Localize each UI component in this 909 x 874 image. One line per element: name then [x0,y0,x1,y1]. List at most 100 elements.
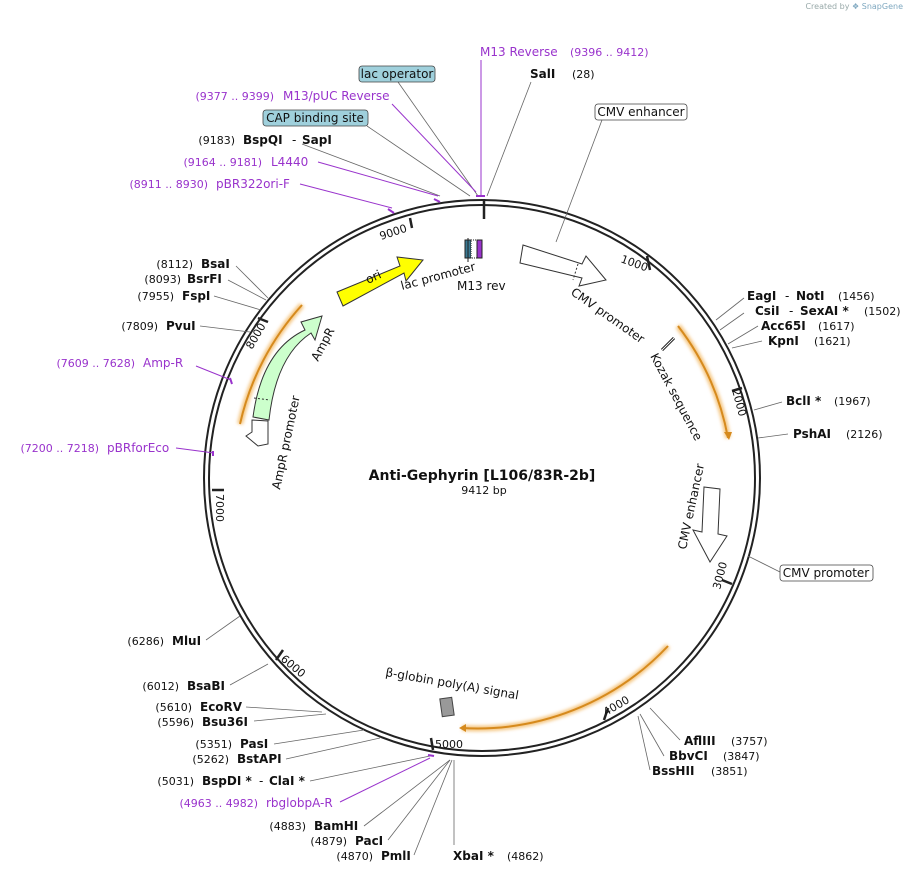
feature-cmv-promoter[interactable] [519,244,607,287]
site-bsabi-pos: (6012) [142,680,179,693]
site-fspi-name[interactable]: FspI [182,289,210,303]
position-ticks [212,199,743,751]
lac-operator-label: lac operator [361,67,434,81]
primer-m13-puc-reverse-range: (9377 .. 9399) [195,90,274,103]
site-sexai-name[interactable]: SexAI * [800,304,849,318]
site-xbai-pos: (4862) [507,850,544,863]
site-kpni-name[interactable]: KpnI [768,334,799,348]
site-bamhi-pos: (4883) [269,820,306,833]
site-csii-name[interactable]: CsiI [755,304,780,318]
site-noti-pos: (1456) [838,290,875,303]
primer-rbglobpa-r-range: (4963 .. 4982) [179,797,258,810]
site-noti-name[interactable]: NotI [796,289,825,303]
primer-m13-reverse-name: M13 Reverse [480,45,558,59]
primer-rbglobpa-r-name: rbglobpA-R [266,796,333,810]
tick-8000: 8000 [243,321,268,352]
lac-operator-box[interactable] [358,65,436,83]
site-ecorv-pos: (5610) [155,701,192,714]
cmv-promoter-box[interactable] [779,564,874,582]
site-acc65i-pos: (1617) [818,320,855,333]
site-bsu36i-name[interactable]: Bsu36I [202,715,248,729]
cap-binding-box[interactable] [262,109,369,127]
backbone-inner [208,204,756,752]
site-pmli-pos: (4870) [336,850,373,863]
plasmid-size: 9412 bp [461,484,506,497]
primer-pbrforeco-name: pBRforEco [107,441,169,455]
feature-kozak-label: Kozak sequence [647,351,705,443]
site-xbai-name[interactable]: XbaI * [453,849,495,863]
site-bsrfi-pos: (8093) [144,273,181,286]
site-bsai-name[interactable]: BsaI [201,257,230,271]
site-paci-name[interactable]: PacI [355,834,383,848]
primer-l4440-name: L4440 [271,155,308,169]
primer-l4440-range: (9164 .. 9181) [183,156,262,169]
site-pvui-pos: (7809) [121,320,158,333]
site-kpni-pos: (1621) [814,335,851,348]
site-sapi-name[interactable]: SapI [302,133,332,147]
tick-3000: 3000 [710,560,730,590]
site-clai-name[interactable]: ClaI * [269,774,306,788]
site-sali-pos: (28) [572,68,595,81]
primer-markers [212,195,485,757]
site-eagi-name[interactable]: EagI [747,289,776,303]
site-fspi-pos: (7955) [137,290,174,303]
site-afliii-name[interactable]: AflIII [684,734,716,748]
site-mlui-name[interactable]: MluI [172,634,201,648]
site-pshai-pos: (2126) [846,428,883,441]
tick-9000: 9000 [378,222,409,243]
feature-ampr-promoter-label: AmpR promoter [269,394,303,490]
site-bsabi-name[interactable]: BsaBI [187,679,225,693]
site-afliii-pos: (3757) [731,735,768,748]
site-sali-name[interactable]: SalI [530,67,555,81]
primer-pbrforeco-range: (7200 .. 7218) [20,442,99,455]
site-bspqi-name[interactable]: BspQI [243,133,283,147]
feature-polya[interactable] [439,696,455,718]
tick-5000: 5000 [435,738,463,751]
site-bamhi-name[interactable]: BamHI [314,819,358,833]
site-bspqi-sep: - [292,133,296,147]
site-pshai-name[interactable]: PshAI [793,427,831,441]
site-bspdi-pos: (5031) [157,775,194,788]
site-paci-pos: (4879) [310,835,347,848]
plasmid-name: Anti-Gephyrin [L106/83R-2b] [369,468,596,484]
feature-m13-rev-label: M13 rev [457,279,506,293]
snapgene-watermark: Created by ❖ SnapGene [805,2,903,11]
site-bbvci-pos: (3847) [723,750,760,763]
feature-cmv-enhancer-2[interactable] [692,486,728,563]
site-ecorv-name[interactable]: EcoRV [200,700,243,714]
site-bsai-pos: (8112) [156,258,193,271]
site-bstapi-name[interactable]: BstAPI [237,752,282,766]
site-pasi-name[interactable]: PasI [240,737,268,751]
feature-cmv-promoter-label: CMV promoter [568,285,647,346]
lac-feature-block [464,238,483,262]
feature-ori[interactable] [336,256,424,307]
site-csii-sep: - [789,304,793,318]
site-bspdi-name[interactable]: BspDI * [202,774,252,788]
site-acc65i-name[interactable]: Acc65I [761,319,806,333]
primer-leaders [175,60,482,803]
feature-ori-label: ori [363,267,383,286]
cmv-enhancer-box[interactable] [594,103,688,121]
primer-amp-r-name: Amp-R [143,356,183,370]
primer-m13-reverse-range: (9396 .. 9412) [570,46,649,59]
site-bbvci-name[interactable]: BbvCI [669,749,708,763]
highlight-arcs [237,302,732,732]
site-bstapi-pos: (5262) [192,753,229,766]
leader-lines [199,81,789,856]
site-eagi-sep: - [785,289,789,303]
site-bsrfi-name[interactable]: BsrFI [187,272,222,286]
snapgene-logo-icon: ❖ [852,2,860,11]
primer-pbr322ori-f-range: (8911 .. 8930) [129,178,208,191]
feature-polya-label: β-globin poly(A) signal [384,665,519,702]
feature-ampr-promoter[interactable] [245,419,269,447]
site-pmli-name[interactable]: PmlI [381,849,411,863]
site-bcli-name[interactable]: BclI * [786,394,822,408]
site-pvui-name[interactable]: PvuI [166,319,196,333]
site-bspqi-pos: (9183) [198,134,235,147]
site-sexai-pos: (1502) [864,305,901,318]
site-bsshii-name[interactable]: BssHII [652,764,694,778]
feature-ampr[interactable] [252,315,323,421]
tick-7000: 7000 [213,494,226,522]
site-bsu36i-pos: (5596) [157,716,194,729]
site-pasi-pos: (5351) [195,738,232,751]
